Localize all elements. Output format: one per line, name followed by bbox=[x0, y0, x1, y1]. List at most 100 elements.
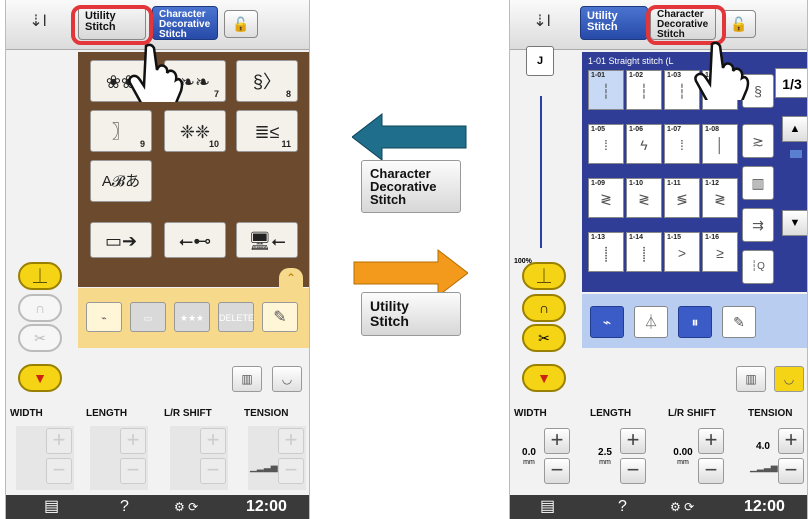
stitch-cell[interactable]: 1-02┆ bbox=[626, 70, 662, 110]
manual-icon[interactable]: ▥ bbox=[232, 366, 262, 392]
zoom-level: 100% bbox=[514, 258, 532, 265]
buttonhole-button[interactable]: ▥ bbox=[742, 166, 774, 200]
usb-icon: ⭠⊷ bbox=[178, 231, 212, 251]
alphabet-tile[interactable]: A𝓑あ bbox=[90, 160, 152, 202]
needle-button[interactable]: ▼ bbox=[18, 364, 62, 392]
stitch-cell[interactable]: 1-09≷ bbox=[588, 178, 624, 218]
scrollbar-thumb[interactable] bbox=[790, 150, 802, 158]
lr-shift-plus-button[interactable]: + bbox=[698, 428, 724, 454]
tension-bars-icon: ▁▂▃▅ bbox=[250, 462, 278, 472]
quilting-button[interactable]: ┆Q bbox=[742, 250, 774, 284]
stitch-cell[interactable]: 1-14⸽ bbox=[626, 232, 662, 272]
presser-foot-button[interactable]: ⏊ bbox=[18, 262, 62, 290]
selected-stitch-title: 1-01 Straight stitch (L bbox=[588, 56, 674, 66]
presser-foot-button[interactable]: ⏊ bbox=[522, 262, 566, 290]
decorative-button[interactable]: ≳ bbox=[742, 124, 774, 158]
stitch-cell[interactable]: 1-03┆ bbox=[664, 70, 700, 110]
lock-icon[interactable]: 🔓 bbox=[722, 10, 756, 38]
scissors-icon: ✂ bbox=[18, 324, 62, 352]
needle-position-icon[interactable]: ⇣ǀ bbox=[533, 13, 551, 30]
document-icon[interactable]: ▤ bbox=[44, 498, 60, 515]
scroll-up-button[interactable]: ▲ bbox=[782, 116, 807, 142]
top-bar: ⇣ǀ Utility Stitch Character Decorative S… bbox=[6, 0, 309, 50]
lr-shift-setting: +− bbox=[170, 426, 228, 490]
stitch-category-tile[interactable]: 〗9 bbox=[90, 110, 152, 152]
settings-icon[interactable]: ⚙ ⟳ bbox=[670, 500, 695, 514]
stitch-selection-panel: 1-01 Straight stitch (L 1-01┆ 1-02┆ 1-03… bbox=[582, 52, 807, 292]
parallel-lines-button[interactable]: ⇉ bbox=[742, 208, 774, 242]
stitch-cell[interactable]: 1-08│ bbox=[702, 124, 738, 164]
settings-labels: WIDTH LENGTH L/R SHIFT TENSION bbox=[514, 408, 793, 419]
document-icon[interactable]: ▤ bbox=[540, 498, 556, 515]
page-indicator: 1/3 bbox=[775, 68, 807, 98]
tension-setting: 4.0 ▁▂▃▅ +− bbox=[748, 426, 806, 490]
scissors-icon[interactable]: ✂ bbox=[522, 324, 566, 352]
arrow-right-icon bbox=[353, 248, 468, 298]
manual-icon[interactable]: ▥ bbox=[736, 366, 766, 392]
usb-tile[interactable]: ⭠⊷ bbox=[164, 222, 226, 258]
pocket-icon[interactable]: ◡ bbox=[774, 366, 804, 392]
stitch-cell[interactable]: 1-16≥ bbox=[702, 232, 738, 272]
pocket-icon[interactable]: ◡ bbox=[272, 366, 302, 392]
thread-cut-tool[interactable]: ⌁ bbox=[590, 306, 624, 338]
tension-minus-button[interactable]: − bbox=[778, 458, 804, 484]
pencil-icon[interactable]: ✎ bbox=[262, 302, 298, 332]
thread-button: ∩ bbox=[18, 294, 62, 322]
tension-bars-icon: ▁▂▃▅ bbox=[750, 462, 778, 472]
left-screen: ⇣ǀ Utility Stitch Character Decorative S… bbox=[5, 0, 310, 519]
tension-plus-button[interactable]: + bbox=[778, 428, 804, 454]
thread-button[interactable]: ∩ bbox=[522, 294, 566, 322]
stitch-cell[interactable]: 1-11≶ bbox=[664, 178, 700, 218]
stitch-category-tile[interactable]: ❈❈10 bbox=[164, 110, 226, 152]
length-plus-button[interactable]: + bbox=[620, 428, 646, 454]
pencil-icon[interactable]: ✎ bbox=[722, 306, 756, 338]
utility-stitch-tab[interactable]: Utility Stitch bbox=[580, 6, 648, 40]
stars-tool: ★★★ bbox=[174, 302, 210, 332]
stitch-cell[interactable]: 1-15> bbox=[664, 232, 700, 272]
character-decorative-stitch-tab[interactable]: Character Decorative Stitch bbox=[152, 6, 218, 40]
memory-recall-tile[interactable]: ▭➔ bbox=[90, 222, 152, 258]
utility-stitch-button[interactable]: Utility Stitch bbox=[361, 292, 461, 336]
hand-pointer-icon bbox=[694, 41, 750, 100]
lock-icon[interactable]: 🔓 bbox=[224, 10, 258, 38]
settings-labels: WIDTH LENGTH L/R SHIFT TENSION bbox=[10, 408, 289, 419]
needle-button[interactable]: ▼ bbox=[522, 364, 566, 392]
twin-needle-button[interactable]: ⏸ bbox=[678, 306, 712, 338]
presser-foot-icon: J bbox=[526, 46, 554, 76]
length-setting: +− bbox=[90, 426, 148, 490]
tension-setting: ▁▂▃▅+− bbox=[248, 426, 306, 490]
help-icon[interactable]: ? bbox=[120, 498, 129, 515]
stitch-category-tile[interactable]: §〉8 bbox=[236, 60, 298, 102]
character-decorative-stitch-button[interactable]: Character Decorative Stitch bbox=[361, 160, 461, 213]
chevron-up-icon[interactable]: ⌃ bbox=[279, 268, 303, 288]
edit-toolbar: ⌁ ⏃ ⏸ ✎ bbox=[582, 294, 807, 348]
length-minus-button[interactable]: − bbox=[620, 458, 646, 484]
status-bar: ▤ ? ⚙ ⟳ 12:00 bbox=[6, 495, 309, 519]
width-minus-button[interactable]: − bbox=[544, 458, 570, 484]
help-icon[interactable]: ? bbox=[618, 498, 627, 515]
needle-position-icon[interactable]: ⇣ǀ bbox=[29, 13, 47, 30]
width-plus-button[interactable]: + bbox=[544, 428, 570, 454]
edit-toolbar: ⌁ ▭ ★★★ DELETE ✎ bbox=[78, 288, 309, 348]
utility-stitch-tab[interactable]: Utility Stitch bbox=[78, 6, 146, 40]
scroll-down-button[interactable]: ▼ bbox=[782, 210, 807, 236]
stitch-cell[interactable]: 1-13⸽ bbox=[588, 232, 624, 272]
mirror-button[interactable]: ⏃ bbox=[634, 306, 668, 338]
computer-tile[interactable]: 🖥⭠ bbox=[236, 222, 298, 258]
settings-icon[interactable]: ⚙ ⟳ bbox=[174, 500, 199, 514]
stitch-cell[interactable]: 1-12≷ bbox=[702, 178, 738, 218]
stitch-category-tile[interactable]: ≣≤11 bbox=[236, 110, 298, 152]
stitch-cell[interactable]: 1-07⁞ bbox=[664, 124, 700, 164]
thread-cut-tool[interactable]: ⌁ bbox=[86, 302, 122, 332]
arrow-left-icon bbox=[352, 112, 467, 162]
stitch-cell[interactable]: 1-10≷ bbox=[626, 178, 662, 218]
stitch-cell[interactable]: 1-05⁞ bbox=[588, 124, 624, 164]
lr-shift-minus-button[interactable]: − bbox=[698, 458, 724, 484]
stitch-cell[interactable]: 1-01┆ bbox=[588, 70, 624, 110]
